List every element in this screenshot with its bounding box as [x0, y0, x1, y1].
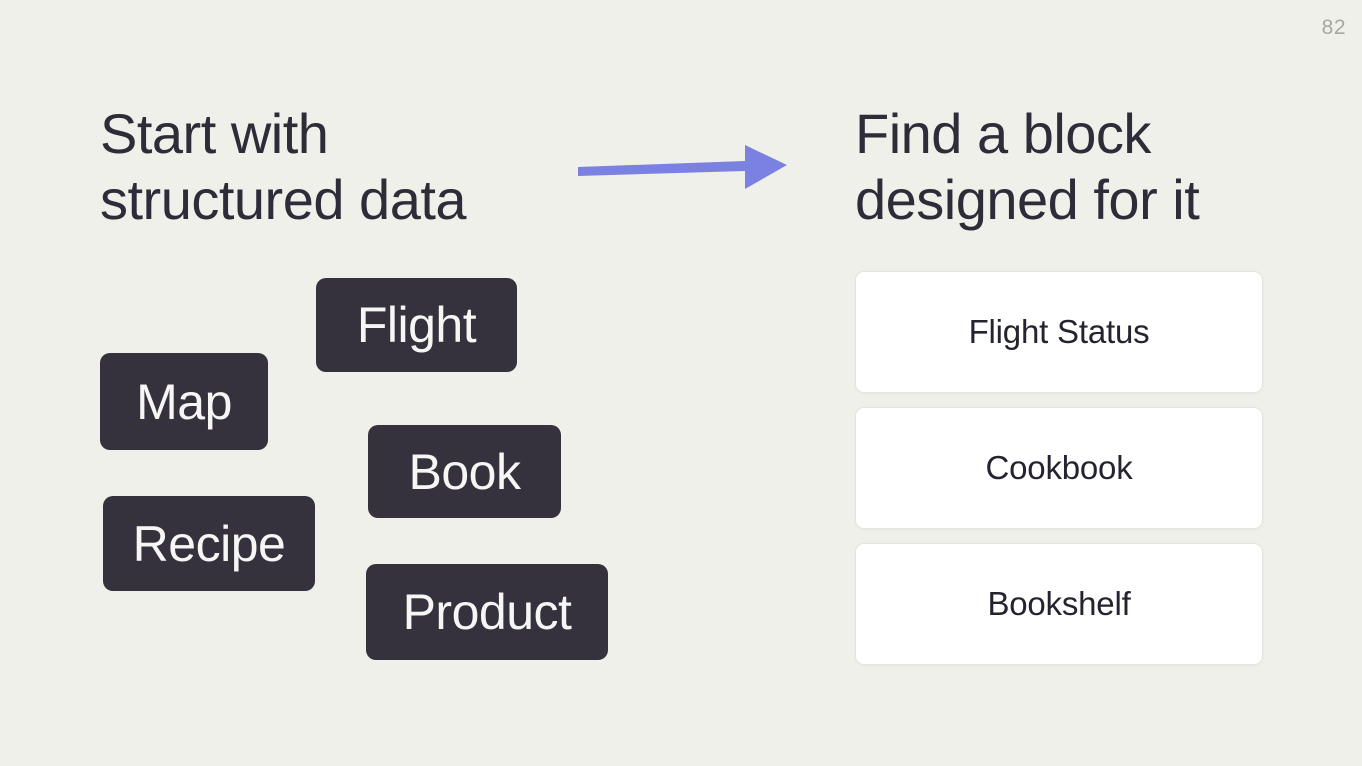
- right-heading: Find a block designed for it: [855, 101, 1200, 233]
- block-card-list: Flight Status Cookbook Bookshelf: [855, 271, 1263, 665]
- card-bookshelf: Bookshelf: [855, 543, 1263, 665]
- left-heading: Start with structured data: [100, 101, 467, 233]
- left-heading-line1: Start with: [100, 102, 329, 165]
- right-heading-line1: Find a block: [855, 102, 1151, 165]
- left-heading-line2: structured data: [100, 168, 467, 231]
- tag-map: Map: [100, 353, 268, 450]
- page-number: 82: [1321, 16, 1346, 39]
- tag-flight: Flight: [316, 278, 517, 372]
- tag-book: Book: [368, 425, 561, 518]
- right-heading-line2: designed for it: [855, 168, 1200, 231]
- card-cookbook: Cookbook: [855, 407, 1263, 529]
- tag-recipe: Recipe: [103, 496, 315, 591]
- card-flight-status: Flight Status: [855, 271, 1263, 393]
- tag-product: Product: [366, 564, 608, 660]
- right-arrow-icon: [570, 138, 795, 200]
